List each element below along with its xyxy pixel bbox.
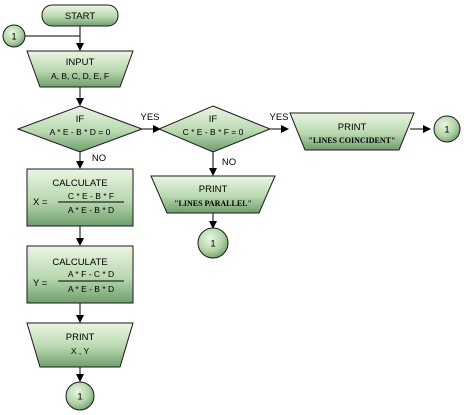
print-parallel-title: PRINT	[199, 184, 228, 195]
connector-top-left: 1	[2, 24, 26, 48]
calc-y-numerator: A * F - C * D	[68, 269, 114, 279]
decision-if1: IF A * E - B * D = 0	[16, 105, 144, 153]
if2-condition: C * E - B * F = 0	[183, 127, 244, 137]
connector-label: 1	[444, 125, 449, 136]
connector-right: 1	[433, 115, 461, 143]
if1-no-label: NO	[92, 153, 106, 164]
start-label: START	[65, 11, 95, 22]
connector-label: 1	[210, 239, 215, 250]
connector-middle: 1	[197, 227, 229, 259]
input-title: INPUT	[66, 57, 95, 68]
if2-no-label: NO	[222, 157, 236, 168]
print-parallel-block: PRINT "LINES PARALLEL"	[150, 175, 276, 214]
print-parallel-text: "LINES PARALLEL"	[174, 199, 252, 208]
print-coincident-title: PRINT	[338, 122, 367, 133]
if1-yes-label: YES	[140, 112, 159, 123]
calc-x-lhs: X =	[33, 197, 48, 208]
calc-y-denominator: A * E - B * D	[68, 284, 114, 294]
calc-x-numerator: C * E - B * F	[68, 191, 114, 201]
if1-title: IF	[76, 114, 85, 125]
start-terminal: START	[41, 4, 119, 27]
input-vars: A, B, C, D, E, F	[51, 71, 109, 81]
print-coincident-text: "LINES COINCIDENT"	[309, 136, 396, 145]
connector-bottom: 1	[65, 381, 95, 411]
calc-y-lhs: Y =	[33, 278, 48, 289]
calc-x-denominator: A * E - B * D	[68, 205, 114, 215]
decision-if2: IF C * E - B * F = 0	[157, 105, 272, 153]
print-xy-title: PRINT	[66, 332, 95, 343]
if2-title: IF	[209, 114, 218, 125]
if2-yes-label: YES	[269, 112, 288, 123]
print-coincident-block: PRINT "LINES COINCIDENT"	[289, 112, 415, 151]
edges	[25, 26, 431, 382]
connector-label: 1	[11, 32, 16, 43]
calc-y-title: CALCULATE	[52, 257, 107, 268]
connector-label: 1	[77, 392, 82, 403]
print-xy-block: PRINT X , Y	[26, 322, 134, 368]
calculate-y-block: CALCULATE Y = A * F - C * D A * E - B * …	[26, 245, 134, 304]
calculate-x-block: CALCULATE X = C * E - B * F A * E - B * …	[26, 168, 134, 227]
if1-condition: A * E - B * D = 0	[50, 127, 111, 137]
calc-x-title: CALCULATE	[52, 178, 107, 189]
input-block: INPUT A, B, C, D, E, F	[26, 50, 134, 88]
print-xy-vars: X , Y	[71, 346, 90, 356]
